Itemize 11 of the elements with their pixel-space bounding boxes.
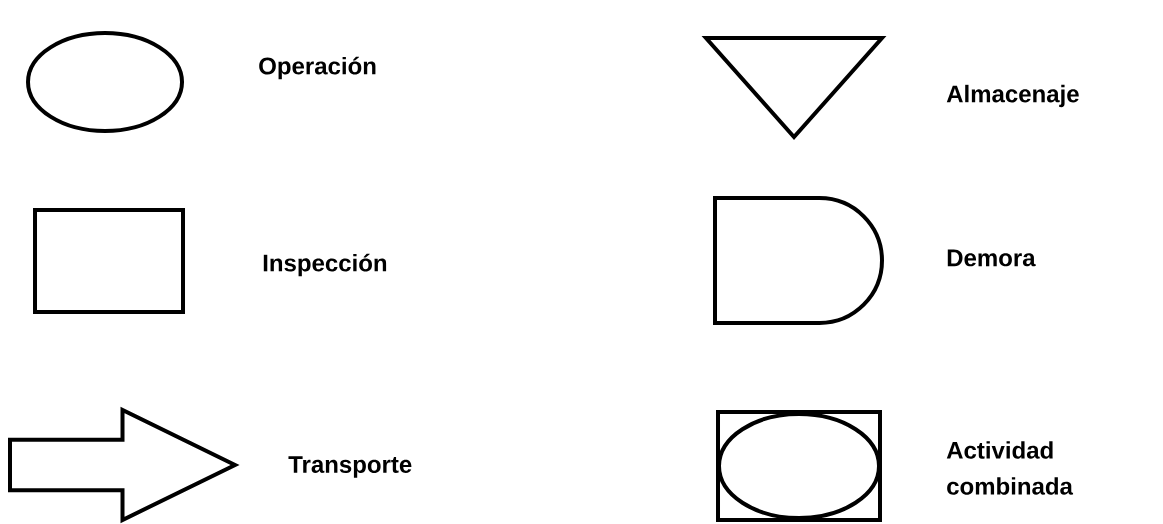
d-shape-symbol: [713, 196, 884, 325]
square-symbol: [33, 208, 185, 314]
symbol-label: Almacenaje: [946, 84, 1079, 108]
symbol-label: Demora: [947, 249, 1036, 267]
circle-in-square-symbol: [716, 410, 882, 522]
symbol-label: Actividad combinada: [946, 441, 1074, 495]
symbol-label: Inspección: [263, 253, 387, 277]
symbol-label: Transporte: [288, 456, 412, 478]
symbol-label: Operación: [259, 56, 376, 80]
circle-symbol: [26, 31, 184, 133]
arrow-symbol: [8, 406, 240, 524]
